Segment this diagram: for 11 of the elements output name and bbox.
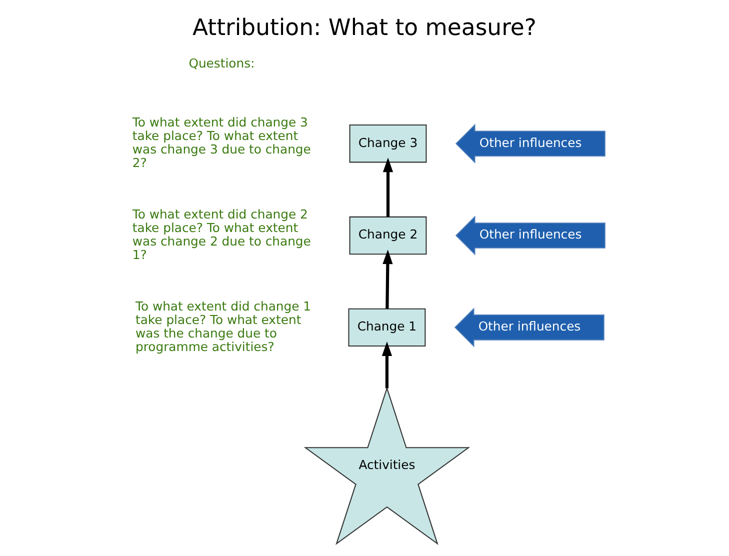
node-box: Change 3 (349, 124, 427, 163)
arrow (382, 250, 393, 309)
label: Questions: (188, 55, 255, 70)
node-box: Change 1 (348, 308, 426, 347)
arrow (382, 158, 394, 217)
diagram-title: Attribution: What to measure? (192, 14, 536, 41)
node-box: Change 2 (349, 216, 427, 255)
label: To what extent did change 2 take place? To what extent was change 2 due to change 1? (132, 206, 311, 262)
label: To what extent did change 1 take place? To what extent was the change due to programme activities? (135, 298, 312, 354)
arrow (382, 342, 392, 388)
label: To what extent did change 3 take place? To what extent was change 3 due to change 2? (132, 114, 311, 170)
